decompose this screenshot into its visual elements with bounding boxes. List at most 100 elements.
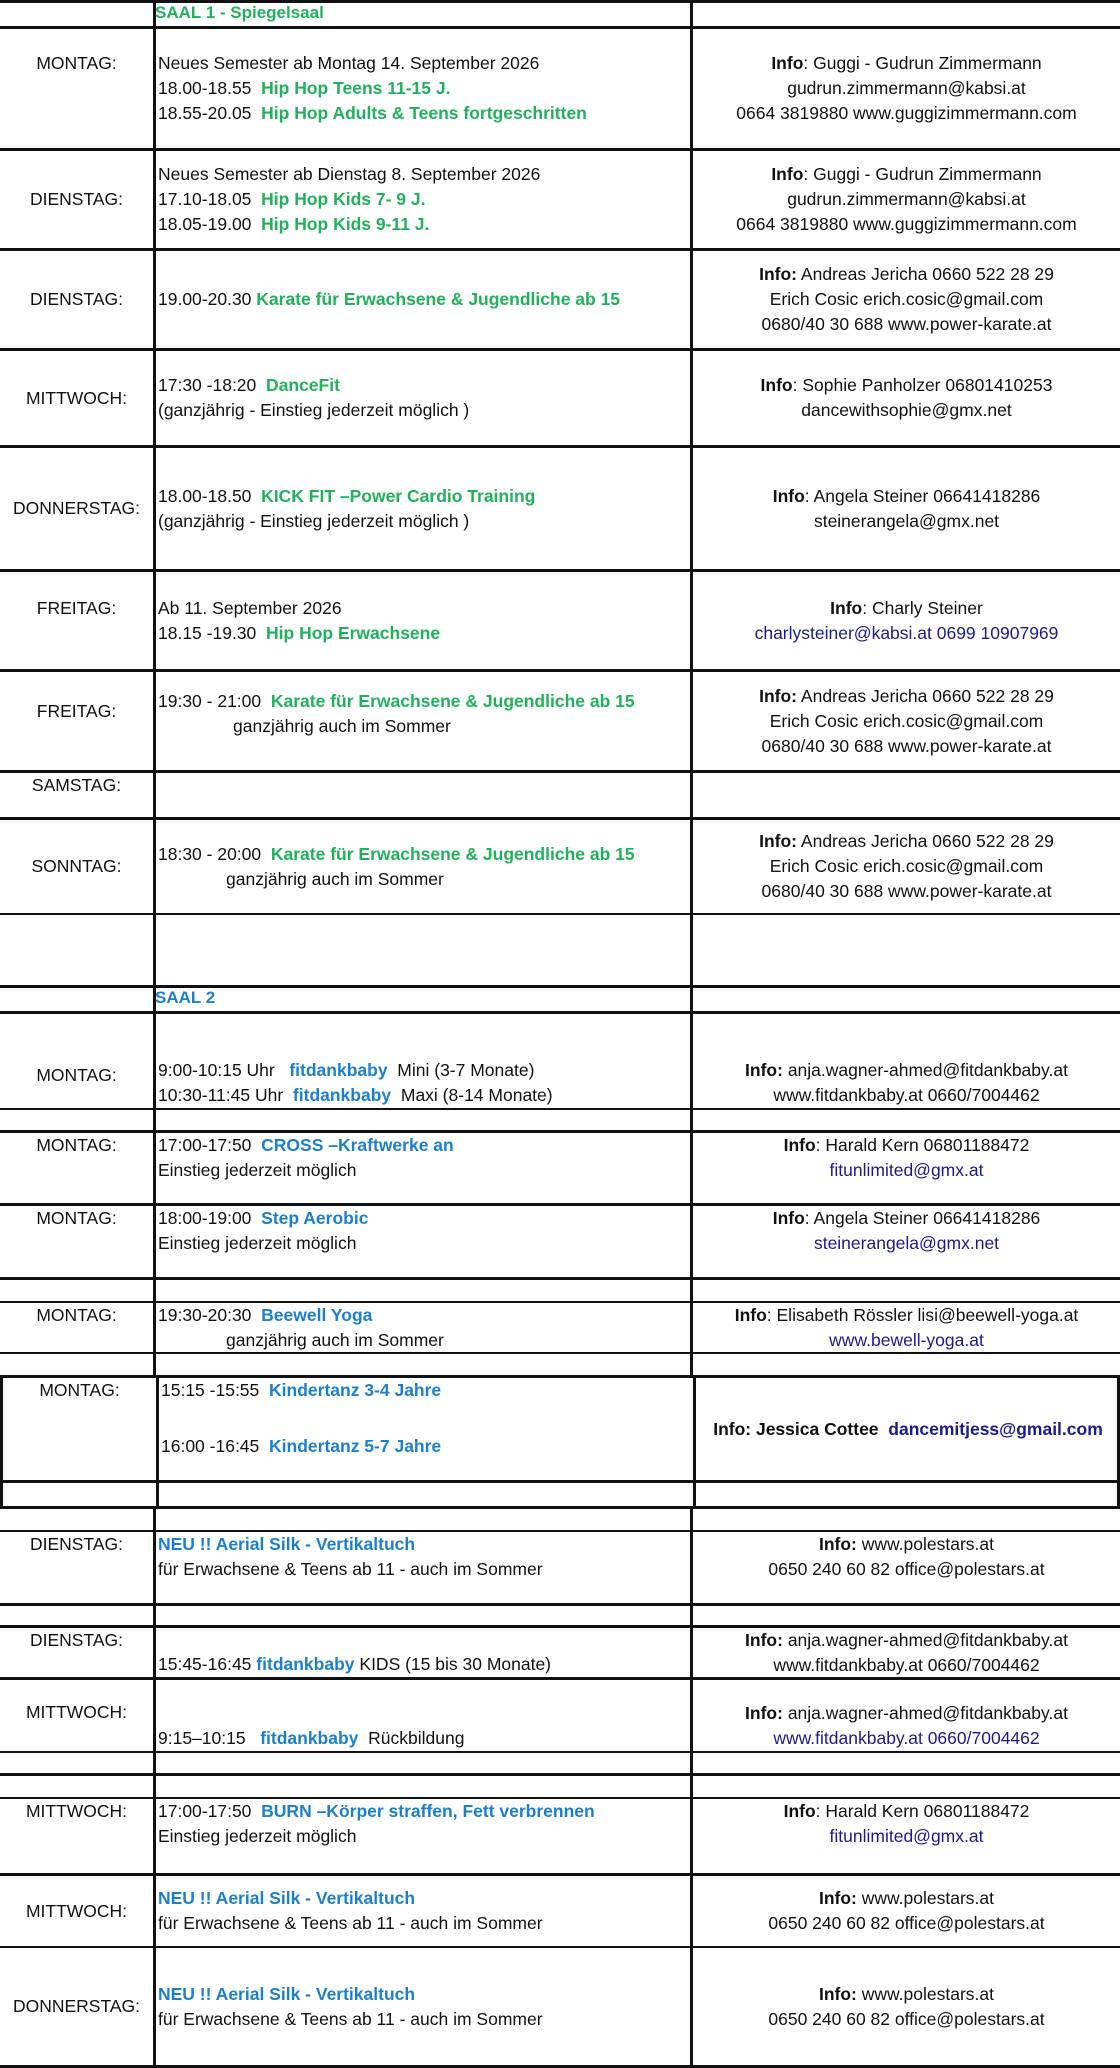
class-name: Kindertanz 3-4 Jahre bbox=[269, 1380, 442, 1400]
class-time: 18:30 - 20:00 bbox=[158, 843, 262, 864]
schedule-row: FREITAG: 19:30 - 21:00 Karate für Erwach… bbox=[0, 669, 1120, 770]
class-note: (ganzjährig - Einstieg jederzeit möglich… bbox=[158, 510, 470, 531]
info-contact: Info: www.polestars.at bbox=[818, 1983, 995, 2004]
class-note: Einstieg jederzeit möglich bbox=[158, 1160, 357, 1180]
day-label: DIENSTAG: bbox=[29, 289, 124, 309]
info-contact: Info: Guggi - Gudrun Zimmermann bbox=[771, 164, 1042, 184]
info-contact: Info: www.polestars.at bbox=[818, 1888, 995, 1908]
day-label: MONTAG: bbox=[36, 53, 117, 73]
info-contact: Info: Andreas Jericha 0660 522 28 29 bbox=[759, 264, 1054, 284]
spacer-row bbox=[0, 1773, 1120, 1797]
class-note: Einstieg jederzeit möglich bbox=[158, 1826, 357, 1846]
info-web-phone[interactable]: www.fitdankbaby.at 0660/7004462 bbox=[773, 1728, 1040, 1748]
day-label: MITTWOCH: bbox=[25, 1900, 128, 1921]
saal1-title: SAAL 1 - Spiegelsaal bbox=[155, 3, 324, 22]
info-phone-email[interactable]: 0650 240 60 82 office@polestars.at bbox=[768, 2008, 1045, 2029]
schedule-row: FREITAG: Ab 11. September 2026 18.15 -19… bbox=[0, 569, 1120, 669]
schedule-row: DONNERSTAG: 18.00-18.50 KICK FIT –Power … bbox=[0, 445, 1120, 569]
info-phone-email[interactable]: 0650 240 60 82 office@polestars.at bbox=[768, 1913, 1045, 1933]
class-detail: Rückbildung bbox=[368, 1728, 465, 1748]
class-time: 19:30-20:30 bbox=[158, 1305, 252, 1325]
info-email[interactable]: dancemitjess@gmail.com bbox=[888, 1418, 1103, 1439]
schedule-row: MITTWOCH: 17:00-17:50 BURN –Körper straf… bbox=[0, 1797, 1120, 1873]
info-email[interactable]: steinerangela@gmx.net bbox=[813, 1233, 1000, 1253]
class-time: 9:15–10:15 bbox=[158, 1728, 246, 1748]
day-label: DIENSTAG: bbox=[29, 1534, 124, 1554]
class-note: ganzjährig auch im Sommer bbox=[226, 1330, 444, 1350]
class-name: fitdankbaby bbox=[260, 1728, 359, 1748]
class-name: NEU !! Aerial Silk - Vertikaltuch bbox=[158, 1888, 416, 1908]
day-label: MITTWOCH: bbox=[25, 1801, 128, 1821]
spacer-row bbox=[0, 1480, 1120, 1506]
info-email[interactable]: dancewithsophie@gmx.net bbox=[801, 400, 1012, 420]
schedule-row: MONTAG: 18:00-19:00 Step Aerobic Einstie… bbox=[0, 1203, 1120, 1277]
info-contact: Info: Harald Kern 06801188472 bbox=[783, 1135, 1030, 1155]
class-name: Hip Hop Kids 9-11 J. bbox=[261, 214, 430, 234]
class-name: fitdankbaby bbox=[289, 1060, 388, 1080]
class-note: für Erwachsene & Teens ab 11 - auch im S… bbox=[158, 1559, 543, 1579]
spacer-row bbox=[0, 1108, 1120, 1130]
class-name: fitdankbaby bbox=[292, 1085, 392, 1105]
info-contact: Info: anja.wagner-ahmed@fitdankbaby.at bbox=[745, 1703, 1068, 1723]
class-note: ganzjährig auch im Sommer bbox=[233, 716, 451, 736]
day-label: DIENSTAG: bbox=[29, 189, 124, 209]
info-phone-web[interactable]: 0680/40 30 688 www.power-karate.at bbox=[761, 881, 1052, 901]
info-contact: Info: Sophie Panholzer 06801410253 bbox=[760, 375, 1053, 395]
class-time: 18.00-18.50 bbox=[158, 485, 252, 506]
day-label: MONTAG: bbox=[36, 1208, 117, 1228]
spacer-row bbox=[0, 1751, 1120, 1773]
info-contact: Info: Angela Steiner 06641418286 bbox=[772, 485, 1041, 506]
day-label: DONNERSTAG: bbox=[12, 498, 141, 518]
spacer-row bbox=[0, 1506, 1120, 1530]
class-time: 18.00-18.55 bbox=[158, 78, 252, 98]
day-label: MONTAG: bbox=[36, 1305, 117, 1325]
info-phone-web[interactable]: 0680/40 30 688 www.power-karate.at bbox=[761, 314, 1052, 334]
class-time: 17:00-17:50 bbox=[158, 1801, 252, 1821]
info-contact: Info: Harald Kern 06801188472 bbox=[783, 1801, 1030, 1821]
info-email[interactable]: Erich Cosic erich.cosic@gmail.com bbox=[769, 710, 1044, 731]
info-email[interactable]: steinerangela@gmx.net bbox=[813, 510, 1000, 531]
class-name: Karate für Erwachsene & Jugendliche ab 1… bbox=[256, 289, 621, 309]
class-note: Neues Semester ab Dienstag 8. September … bbox=[158, 164, 541, 184]
class-name: Hip Hop Erwachsene bbox=[266, 622, 441, 643]
info-email-phone[interactable]: charlysteiner@kabsi.at 0699 10907969 bbox=[754, 622, 1059, 643]
info-contact: Info: Andreas Jericha 0660 522 28 29 bbox=[759, 685, 1054, 706]
info-phone-web[interactable]: 0664 3819880 www.guggizimmermann.com bbox=[736, 103, 1077, 123]
info-contact: Info: Guggi - Gudrun Zimmermann bbox=[771, 53, 1042, 73]
info-email[interactable]: Erich Cosic erich.cosic@gmail.com bbox=[769, 289, 1044, 309]
schedule-row: DIENSTAG: 15:45-16:45 fitdankbaby KIDS (… bbox=[0, 1625, 1120, 1677]
class-name: Karate für Erwachsene & Jugendliche ab 1… bbox=[270, 843, 635, 864]
schedule-row: MONTAG: 19:30-20:30 Beewell Yoga ganzjäh… bbox=[0, 1301, 1120, 1352]
info-email[interactable]: fitunlimited@gmx.at bbox=[829, 1826, 984, 1846]
day-label: DIENSTAG: bbox=[29, 1630, 124, 1650]
class-time: 9:00-10:15 Uhr bbox=[158, 1060, 275, 1080]
schedule-row: MITTWOCH: NEU !! Aerial Silk - Vertikalt… bbox=[0, 1873, 1120, 1946]
saal2-title: SAAL 2 bbox=[155, 988, 216, 1007]
info-web[interactable]: www.bewell-yoga.at bbox=[829, 1330, 984, 1350]
schedule-row: DIENSTAG: NEU !! Aerial Silk - Vertikalt… bbox=[0, 1530, 1120, 1603]
day-label: MONTAG: bbox=[36, 1065, 117, 1085]
day-label: DONNERSTAG: bbox=[12, 1996, 141, 2016]
class-time: 16:00 -16:45 bbox=[161, 1436, 260, 1456]
info-phone-web[interactable]: 0680/40 30 688 www.power-karate.at bbox=[761, 735, 1052, 756]
info-email[interactable]: gudrun.zimmermann@kabsi.at bbox=[787, 189, 1026, 209]
class-name: NEU !! Aerial Silk - Vertikaltuch bbox=[158, 1983, 416, 2004]
class-time: 15:45-16:45 bbox=[158, 1654, 252, 1674]
info-phone-web[interactable]: 0664 3819880 www.guggizimmermann.com bbox=[736, 214, 1077, 234]
class-time: 18.05-19.00 bbox=[158, 214, 252, 234]
info-phone-email[interactable]: 0650 240 60 82 office@polestars.at bbox=[768, 1559, 1045, 1579]
info-contact: Info: Angela Steiner 06641418286 bbox=[772, 1208, 1041, 1228]
saal1-header-row bbox=[0, 0, 1120, 26]
schedule-row: SONNTAG: 18:30 - 20:00 Karate für Erwach… bbox=[0, 817, 1120, 913]
info-email[interactable]: Erich Cosic erich.cosic@gmail.com bbox=[769, 856, 1044, 876]
table-bottom-border bbox=[0, 2065, 1120, 2068]
class-name: Hip Hop Teens 11-15 J. bbox=[261, 78, 451, 98]
info-email[interactable]: fitunlimited@gmx.at bbox=[829, 1160, 984, 1180]
info-web-phone[interactable]: www.fitdankbaby.at 0660/7004462 bbox=[773, 1654, 1040, 1675]
info-contact: Info: www.polestars.at bbox=[818, 1534, 995, 1554]
day-label: MITTWOCH: bbox=[25, 387, 128, 408]
class-time: 18.15 -19.30 bbox=[158, 622, 257, 643]
info-email[interactable]: gudrun.zimmermann@kabsi.at bbox=[787, 78, 1026, 98]
info-web-phone[interactable]: www.fitdankbaby.at 0660/7004462 bbox=[773, 1085, 1040, 1105]
spacer-row bbox=[0, 913, 1120, 985]
